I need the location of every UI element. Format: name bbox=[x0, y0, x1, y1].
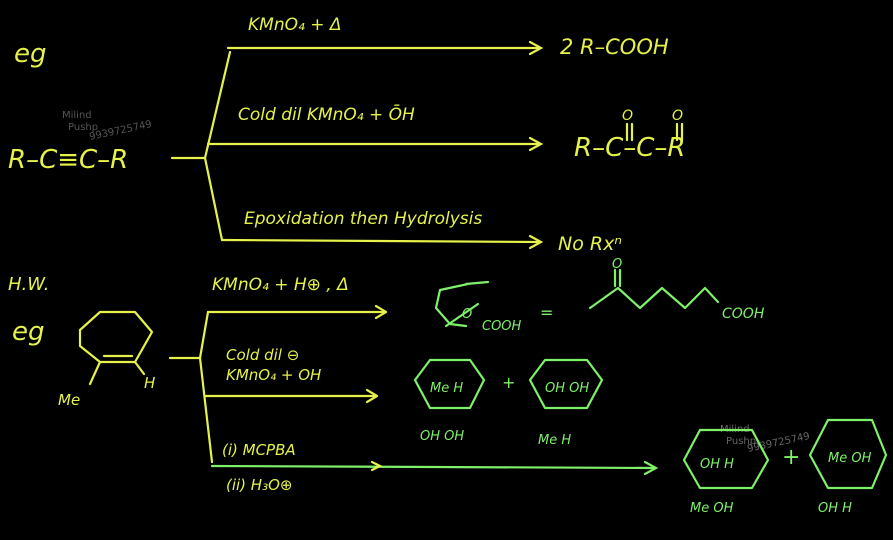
diol-hexagon-2 bbox=[528, 358, 604, 410]
section-1-arrows bbox=[170, 40, 684, 250]
diol2-top: OH OH bbox=[545, 381, 589, 396]
carbonyl-oxygen-1: O bbox=[622, 108, 633, 124]
diol1-top: Me H bbox=[430, 381, 463, 396]
carbonyl-oxygen-2: O bbox=[672, 108, 683, 124]
reagent-cold-dil-line2: KMnO₄ + OH bbox=[226, 366, 321, 384]
hydrogen-label: H bbox=[144, 374, 155, 392]
eg-label: eg bbox=[14, 39, 47, 69]
hydrogen-bond bbox=[133, 360, 146, 376]
trans-diol-hexagon-1 bbox=[682, 428, 770, 490]
section-2-products bbox=[413, 268, 888, 490]
arrow-5-head bbox=[365, 388, 379, 404]
chain-carbonyl bbox=[613, 268, 622, 288]
diol1-bottom: OH OH bbox=[420, 429, 464, 444]
arrow-6-head bbox=[643, 460, 659, 476]
arrow-2-head bbox=[528, 136, 544, 152]
arrow-6-line bbox=[210, 464, 657, 470]
watermark-surname: Pushp bbox=[68, 122, 98, 133]
watermark-surname-2: Pushp bbox=[726, 436, 756, 447]
product-diketone: R–C–C–R bbox=[574, 133, 685, 163]
section-1: eg R–C≡C–R KMnO₄ + Δ 2 R–COOH Cold dil K… bbox=[8, 15, 685, 255]
carbonyl-bond-2 bbox=[675, 122, 684, 142]
arrow-6-mark bbox=[370, 460, 383, 472]
ring-oxygen: O bbox=[462, 307, 472, 322]
trans-diol1-top: OH H bbox=[700, 457, 734, 472]
keto-acid-methyl bbox=[444, 302, 480, 328]
arrow-6 bbox=[210, 460, 659, 476]
keto-acid-chain bbox=[588, 286, 720, 310]
arrow-1-head bbox=[528, 40, 544, 56]
methyl-bond bbox=[88, 360, 102, 386]
cyclohexene-ring bbox=[78, 310, 154, 364]
reagent-cold-dil-line1: Cold dil ⊖ bbox=[226, 346, 299, 364]
carbonyl-bond-1 bbox=[625, 122, 634, 142]
reagent-kmno4-heat: KMnO₄ + Δ bbox=[248, 15, 341, 35]
diol-hexagon-1 bbox=[413, 358, 486, 410]
eg-label-2: eg bbox=[12, 317, 45, 347]
section-2-product-text: O COOH = O COOH Me H OH OH + OH OH Me H … bbox=[420, 257, 872, 516]
keto-acid-ring bbox=[434, 282, 470, 328]
section-2-labels: H.W. eg Me H KMnO₄ + H⊕ , Δ Cold dil ⊖ K… bbox=[8, 274, 349, 494]
methyl-label: Me bbox=[58, 391, 80, 409]
product-no-reaction: No Rxⁿ bbox=[558, 233, 622, 255]
plus-sign-2: + bbox=[782, 445, 800, 470]
arrow-3 bbox=[220, 238, 542, 244]
reagent-epoxidation: Epoxidation then Hydrolysis bbox=[244, 209, 482, 229]
section-2-reactant bbox=[78, 304, 388, 464]
trans-diol-hexagon-2 bbox=[808, 418, 888, 490]
watermark-phone-2: 9939725749 bbox=[746, 431, 811, 455]
reagent-kmno4-acid: KMnO₄ + H⊕ , Δ bbox=[212, 275, 349, 295]
plus-sign-1: + bbox=[502, 373, 515, 392]
watermark-top: Milind Pushp 9939725749 bbox=[62, 110, 153, 143]
reagent-cold-dil-kmno4: Cold dil KMnO₄ + ŌH bbox=[238, 103, 415, 125]
keto-acid-tail bbox=[464, 280, 490, 286]
trans-diol1-bottom: Me OH bbox=[690, 501, 734, 516]
arrow-3-head bbox=[528, 234, 544, 250]
diol2-bottom: Me H bbox=[538, 433, 571, 448]
chain-cooh: COOH bbox=[722, 306, 765, 322]
branch-line-down bbox=[203, 156, 224, 242]
reagent-mcpba: (i) MCPBA bbox=[222, 441, 296, 459]
product-carboxylic-acid: 2 R–COOH bbox=[560, 35, 669, 59]
trans-diol2-bottom: OH H bbox=[818, 501, 852, 516]
arrow-4-head bbox=[374, 304, 388, 320]
branch-up-2 bbox=[198, 310, 210, 360]
branch-down-2 bbox=[198, 356, 214, 464]
ring-cooh: COOH bbox=[482, 319, 522, 334]
hw-label: H.W. bbox=[8, 274, 49, 295]
alkyne-reactant: R–C≡C–R bbox=[8, 145, 128, 175]
watermark-name: Milind bbox=[62, 110, 92, 121]
chain-oxygen: O bbox=[612, 257, 622, 272]
branch-line-up bbox=[203, 50, 232, 160]
equals-sign: = bbox=[540, 303, 553, 322]
reagent-h3o: (ii) H₃O⊕ bbox=[226, 476, 292, 494]
trans-diol2-top: Me OH bbox=[828, 451, 872, 466]
